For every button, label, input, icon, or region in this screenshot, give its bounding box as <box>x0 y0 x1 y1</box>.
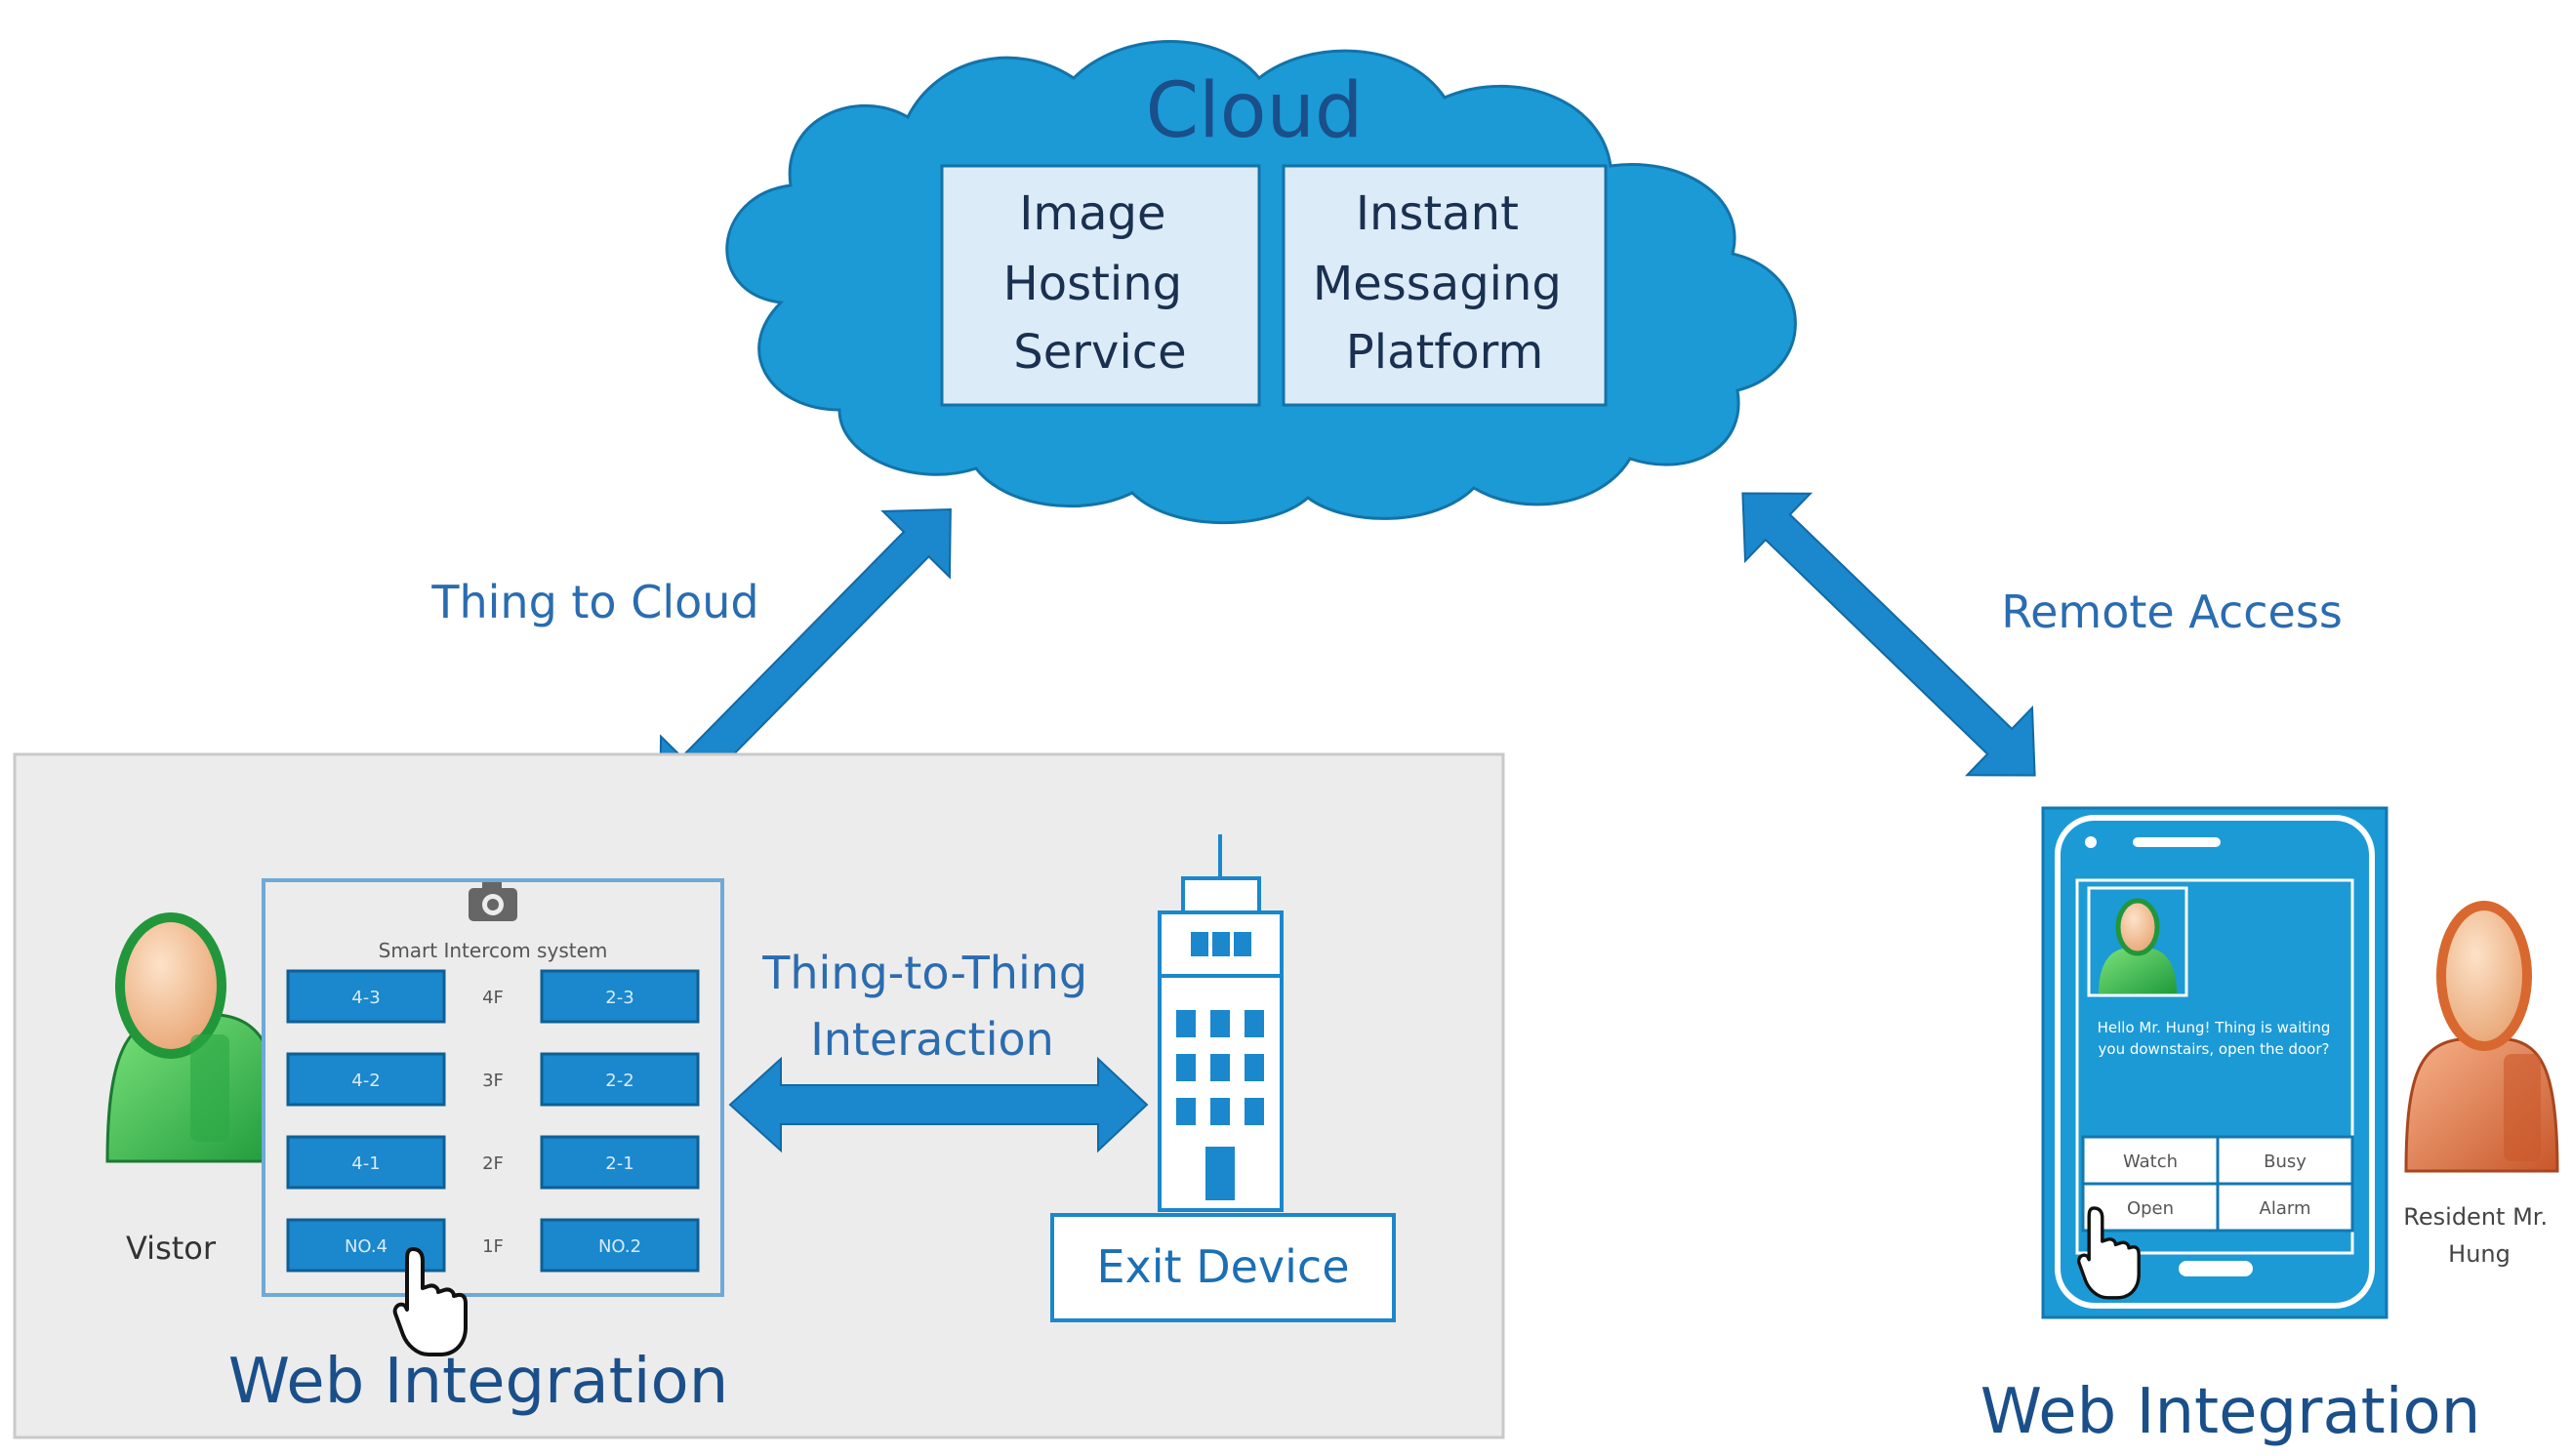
floor-label: 2F <box>482 1153 504 1174</box>
floor-label: 1F <box>482 1236 504 1257</box>
unit-button-left-1[interactable] <box>286 1052 446 1107</box>
phone-button-label: Alarm <box>2260 1198 2311 1219</box>
unit-button-label: 2-1 <box>605 1153 633 1174</box>
floor-label: 3F <box>482 1071 504 1091</box>
instant-messaging-label: Instant Messaging Platform <box>1313 186 1576 380</box>
unit-button-label: NO.4 <box>345 1236 388 1257</box>
phone-button-busy[interactable] <box>2216 1135 2354 1186</box>
phone-button-label: Watch <box>2123 1152 2178 1172</box>
right-web-integration-label: Web Integration <box>1980 1376 2481 1448</box>
thing-to-cloud-label: Thing to Cloud <box>430 576 758 628</box>
unit-button-label: 4-2 <box>351 1071 380 1091</box>
visitor-avatar <box>105 912 285 1163</box>
unit-button-left-2[interactable] <box>286 1135 446 1190</box>
exit-device-box <box>1050 1213 1396 1322</box>
unit-button-right-3[interactable] <box>540 1218 700 1273</box>
phone-hand-cursor-icon <box>2076 1206 2141 1300</box>
cloud-title: Cloud <box>1146 67 1364 155</box>
remote-access-label: Remote Access <box>2001 586 2343 638</box>
resident-avatar <box>2404 901 2559 1173</box>
unit-button-label: 4-3 <box>351 988 380 1008</box>
unit-button-left-0[interactable] <box>286 969 446 1024</box>
intercom-title: Smart Intercom system <box>379 939 608 962</box>
image-hosting-box <box>940 164 1261 407</box>
unit-button-right-0[interactable] <box>540 969 700 1024</box>
hand-cursor-icon <box>392 1247 468 1356</box>
instant-messaging-box <box>1282 164 1608 407</box>
exit-device-label: Exit Device <box>1096 1240 1349 1293</box>
thing-to-thing-arrow <box>728 1056 1149 1153</box>
phone-button-label: Open <box>2127 1198 2174 1219</box>
unit-button-right-2[interactable] <box>540 1135 700 1190</box>
phone-button-alarm[interactable] <box>2216 1182 2354 1233</box>
resident-label: Resident Mr. Hung <box>2403 1203 2554 1268</box>
phone-button-watch[interactable] <box>2081 1135 2220 1186</box>
floor-label: 4F <box>482 988 504 1008</box>
image-hosting-label: Image Hosting Service <box>1003 186 1198 380</box>
building-icon <box>1158 834 1284 1212</box>
caller-photo <box>2087 886 2188 997</box>
thing-to-thing-label: Thing-to-Thing Interaction <box>761 947 1101 1066</box>
remote-access-arrow <box>1741 492 2036 777</box>
phone-button-open[interactable] <box>2081 1182 2220 1233</box>
unit-button-label: NO.2 <box>598 1236 641 1257</box>
camera-icon <box>469 882 517 921</box>
unit-button-label: 2-2 <box>605 1071 633 1091</box>
left-web-integration-label: Web Integration <box>228 1346 729 1418</box>
unit-button-label: 2-3 <box>605 988 633 1008</box>
unit-button-right-1[interactable] <box>540 1052 700 1107</box>
phone-button-label: Busy <box>2264 1152 2307 1172</box>
unit-button-label: 4-1 <box>351 1153 380 1174</box>
visitor-label: Vistor <box>126 1230 217 1267</box>
